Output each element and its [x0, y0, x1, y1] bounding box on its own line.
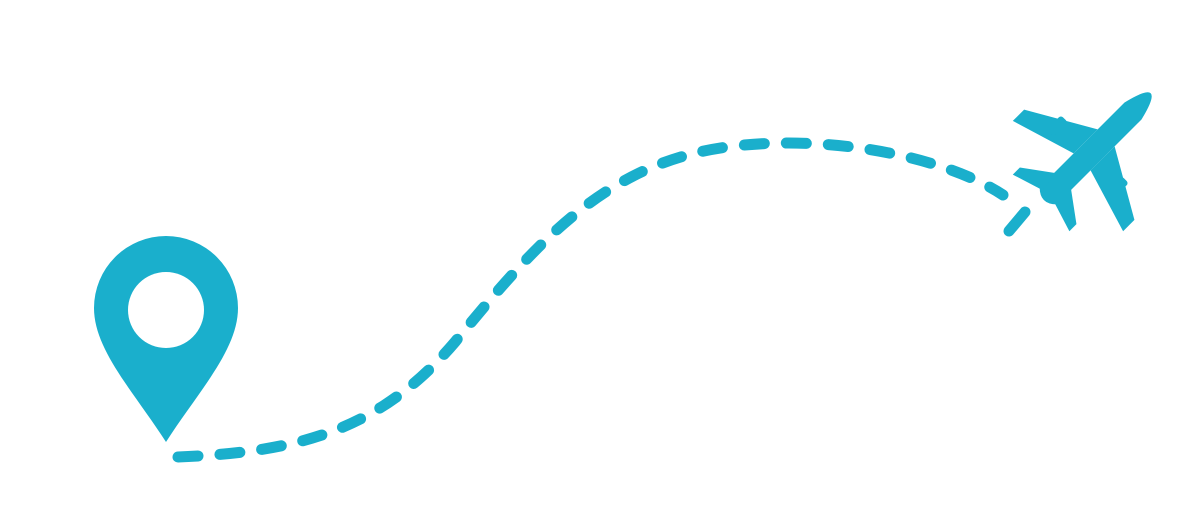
airplane-icon	[1012, 92, 1152, 232]
location-pin-icon	[94, 236, 238, 442]
dashed-route-path	[172, 137, 1009, 463]
dashed-route-tail	[1003, 206, 1031, 237]
